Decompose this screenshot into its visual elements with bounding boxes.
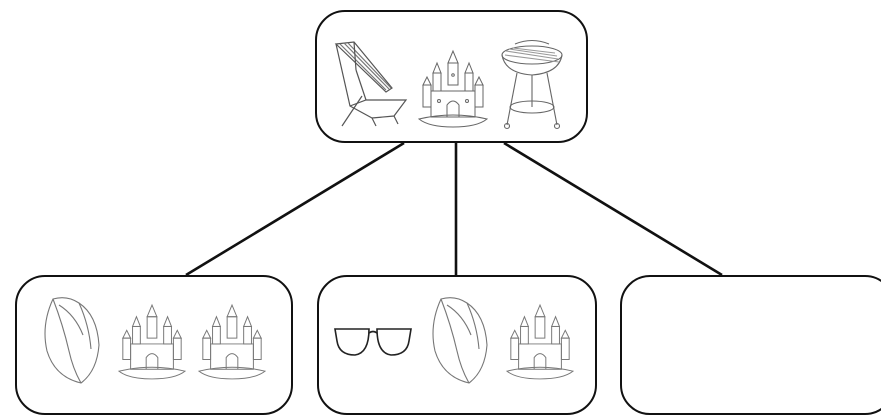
connector-right <box>504 143 722 275</box>
grill-icon <box>497 37 567 132</box>
child-node-1 <box>15 275 293 415</box>
connector-left <box>186 143 404 275</box>
beach-chair-icon <box>332 40 412 128</box>
sandcastle-icon <box>417 49 489 129</box>
sandcastle-icon <box>117 302 187 382</box>
child-node-2 <box>317 275 597 415</box>
sandcastle-icon <box>505 302 575 382</box>
tree-diagram <box>0 0 881 406</box>
seashell-icon <box>39 295 103 385</box>
sandcastle-icon <box>197 302 267 382</box>
seashell-icon <box>427 295 491 385</box>
sunglasses-icon <box>333 325 413 361</box>
child-node-3 <box>620 275 881 415</box>
root-node <box>315 10 588 143</box>
empty-slot <box>622 277 881 413</box>
